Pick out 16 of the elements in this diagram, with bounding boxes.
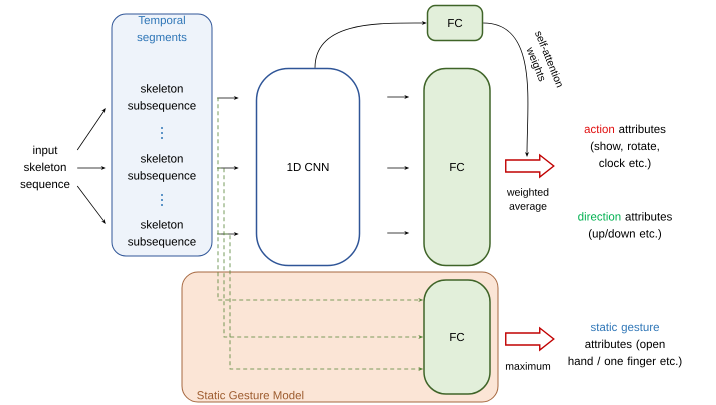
output-label: static gesture attributes (open hand / one finger etc.) <box>568 322 682 368</box>
segment-label: skeleton subsequence <box>128 84 196 112</box>
fc-box: FC <box>426 4 484 42</box>
cnn-box: 1D CNN <box>256 68 360 266</box>
output-label: action attributes (show, rotate, clock etc.) <box>584 124 666 170</box>
arrow <box>76 186 106 224</box>
segment-label: skeleton subsequence <box>128 220 196 248</box>
output-label: direction attributes (up/down etc.) <box>578 212 672 240</box>
segment-label: skeleton subsequence <box>128 154 196 182</box>
edge-label: weighted average <box>506 188 548 212</box>
fc-box: FC <box>423 279 491 395</box>
fc-box: FC <box>423 68 491 266</box>
block-arrow <box>505 154 555 178</box>
block-arrow <box>505 326 555 352</box>
input-label: input skeleton sequence <box>20 146 70 190</box>
edge-label: maximum <box>506 362 550 370</box>
